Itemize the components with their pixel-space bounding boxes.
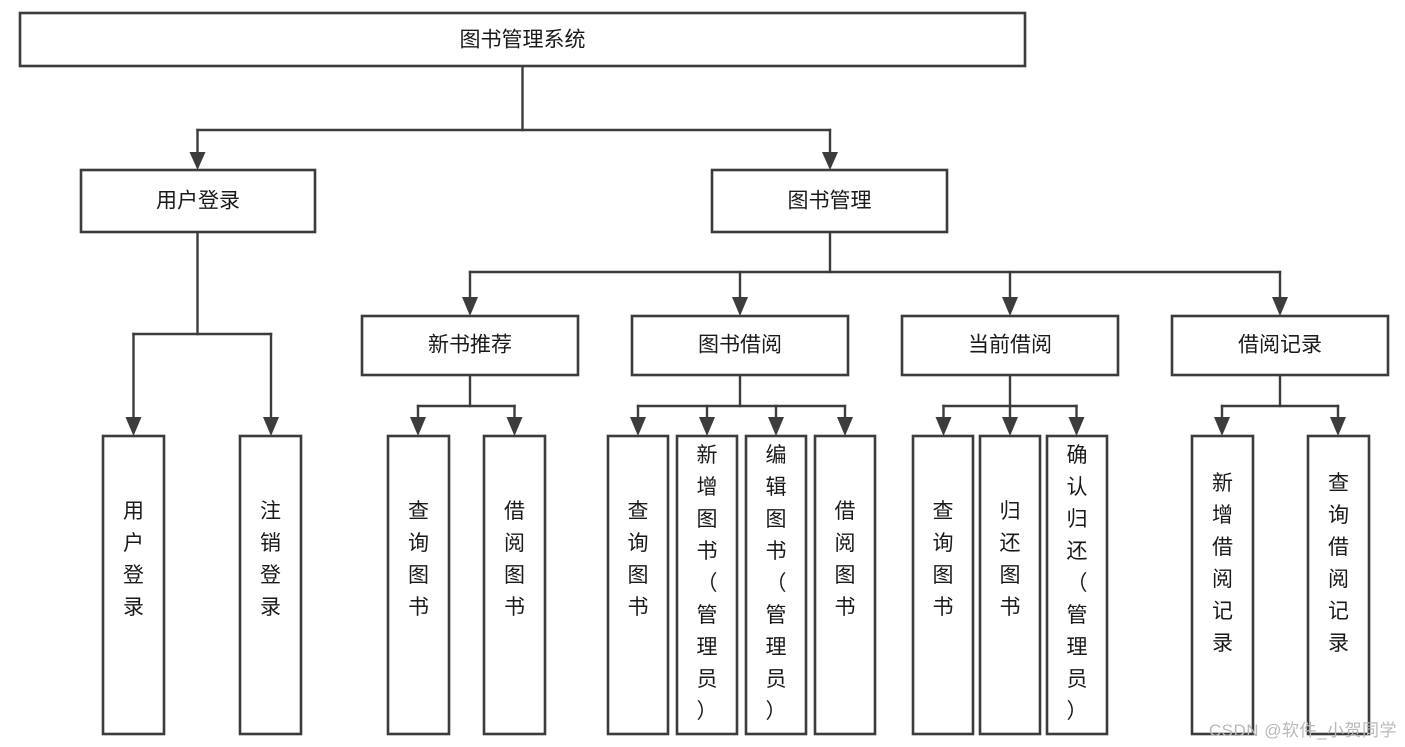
node-leaf-query-book-1-label: 查询图书 xyxy=(408,500,429,619)
arrow-head-new-book-recommend xyxy=(462,297,478,316)
node-root-label: 图书管理系统 xyxy=(460,29,586,52)
connector-group-root xyxy=(189,64,838,170)
node-leaf-query-book-2[interactable]: 查询图书 xyxy=(606,434,670,736)
node-leaf-borrow-book-1[interactable]: 借阅图书 xyxy=(482,434,547,736)
node-book-manage[interactable]: 图书管理 xyxy=(710,168,949,234)
node-leaf-query-book-2-box[interactable] xyxy=(606,434,670,736)
node-leaf-query-record-box[interactable] xyxy=(1306,434,1371,736)
node-leaf-add-record-box[interactable] xyxy=(1190,434,1255,736)
node-book-manage-box[interactable] xyxy=(710,168,949,234)
node-leaf-user-login[interactable]: 用户登录 xyxy=(101,434,166,736)
arrow-head-borrow-record xyxy=(1272,297,1288,316)
node-book-borrow[interactable]: 图书借阅 xyxy=(630,314,850,377)
connector-group-book-manage xyxy=(462,230,1288,316)
arrow-head-leaf-confirm-return xyxy=(1068,417,1085,436)
node-leaf-query-book-3-box[interactable] xyxy=(911,434,975,736)
node-leaf-edit-book-label: 编辑图书（管理员） xyxy=(766,444,787,723)
node-leaf-edit-book[interactable]: 编辑图书（管理员） xyxy=(744,434,808,736)
node-current-borrow-label: 当前借阅 xyxy=(968,334,1052,357)
node-book-manage-label: 图书管理 xyxy=(788,190,872,213)
arrow-head-current-borrow xyxy=(1002,297,1018,316)
connector-group-new-book-recommend xyxy=(410,373,523,436)
connector-group-borrow-record xyxy=(1214,373,1346,436)
arrow-head-leaf-return-book xyxy=(1002,417,1018,436)
arrow-head-leaf-query-book-3 xyxy=(935,417,952,436)
node-root[interactable]: 图书管理系统 xyxy=(18,11,1027,68)
node-leaf-return-book[interactable]: 归还图书 xyxy=(978,434,1042,736)
node-leaf-borrow-book-1-box[interactable] xyxy=(482,434,547,736)
arrow-head-user-login xyxy=(189,152,206,170)
node-leaf-query-record-label: 查询借阅记录 xyxy=(1328,472,1349,655)
node-leaf-return-book-label: 归还图书 xyxy=(1000,500,1021,619)
arrow-head-leaf-query-record xyxy=(1330,417,1346,436)
node-leaf-query-book-3[interactable]: 查询图书 xyxy=(911,434,975,736)
node-leaf-add-record[interactable]: 新增借阅记录 xyxy=(1190,434,1255,736)
connector-group-user-login xyxy=(125,230,279,436)
node-user-login-box[interactable] xyxy=(79,168,317,234)
node-leaf-borrow-book-1-label: 借阅图书 xyxy=(504,500,525,619)
node-user-login[interactable]: 用户登录 xyxy=(79,168,317,234)
node-borrow-record[interactable]: 借阅记录 xyxy=(1170,314,1390,377)
node-leaf-user-logout-box[interactable] xyxy=(238,434,303,736)
node-new-book-recommend-box[interactable] xyxy=(360,314,580,377)
node-leaf-query-book-3-label: 查询图书 xyxy=(933,500,954,619)
node-borrow-record-label: 借阅记录 xyxy=(1238,334,1322,357)
arrow-head-book-manage xyxy=(822,152,838,170)
node-leaf-query-record[interactable]: 查询借阅记录 xyxy=(1306,434,1371,736)
connector-group-book-borrow xyxy=(630,373,853,436)
node-new-book-recommend-label: 新书推荐 xyxy=(428,334,512,357)
node-leaf-add-book[interactable]: 新增图书（管理员） xyxy=(675,434,739,736)
arrow-head-leaf-edit-book xyxy=(768,417,784,436)
arrow-head-leaf-borrow-book-1 xyxy=(506,417,523,436)
node-leaf-borrow-book-2-label: 借阅图书 xyxy=(835,500,856,619)
node-leaf-query-book-1[interactable]: 查询图书 xyxy=(386,434,451,736)
arrow-head-leaf-borrow-book-2 xyxy=(837,417,853,436)
node-leaf-confirm-return-label: 确认归还（管理员） xyxy=(1067,444,1088,723)
node-leaf-user-login-label: 用户登录 xyxy=(123,500,144,619)
node-current-borrow[interactable]: 当前借阅 xyxy=(900,314,1120,377)
node-leaf-query-book-2-label: 查询图书 xyxy=(628,500,649,619)
node-book-borrow-box[interactable] xyxy=(630,314,850,377)
node-leaf-edit-book-box[interactable] xyxy=(744,434,808,736)
node-leaf-confirm-return[interactable]: 确认归还（管理员） xyxy=(1045,434,1109,736)
node-leaf-add-book-label: 新增图书（管理员） xyxy=(697,444,718,723)
arrow-head-leaf-query-book-2 xyxy=(630,417,646,436)
node-leaf-user-logout-label: 注销登录 xyxy=(260,500,281,619)
node-leaf-borrow-book-2-box[interactable] xyxy=(813,434,877,736)
connector-group-current-borrow xyxy=(935,373,1085,436)
arrow-head-leaf-user-login xyxy=(125,417,142,436)
node-leaf-add-record-label: 新增借阅记录 xyxy=(1212,472,1233,655)
node-leaf-return-book-box[interactable] xyxy=(978,434,1042,736)
node-leaf-add-book-box[interactable] xyxy=(675,434,739,736)
node-leaf-user-logout[interactable]: 注销登录 xyxy=(238,434,303,736)
arrow-head-leaf-add-record xyxy=(1214,417,1230,436)
node-leaf-borrow-book-2[interactable]: 借阅图书 xyxy=(813,434,877,736)
node-leaf-user-login-box[interactable] xyxy=(101,434,166,736)
node-current-borrow-box[interactable] xyxy=(900,314,1120,377)
arrow-head-leaf-query-book-1 xyxy=(410,417,426,436)
node-book-borrow-label: 图书借阅 xyxy=(698,334,782,357)
node-user-login-label: 用户登录 xyxy=(156,190,240,213)
node-leaf-confirm-return-box[interactable] xyxy=(1045,434,1109,736)
node-new-book-recommend[interactable]: 新书推荐 xyxy=(360,314,580,377)
arrow-head-book-borrow xyxy=(732,297,748,316)
arrow-head-leaf-add-book xyxy=(699,417,715,436)
node-root-box[interactable] xyxy=(18,11,1027,68)
node-borrow-record-box[interactable] xyxy=(1170,314,1390,377)
node-leaf-query-book-1-box[interactable] xyxy=(386,434,451,736)
arrow-head-leaf-user-logout xyxy=(263,417,279,436)
